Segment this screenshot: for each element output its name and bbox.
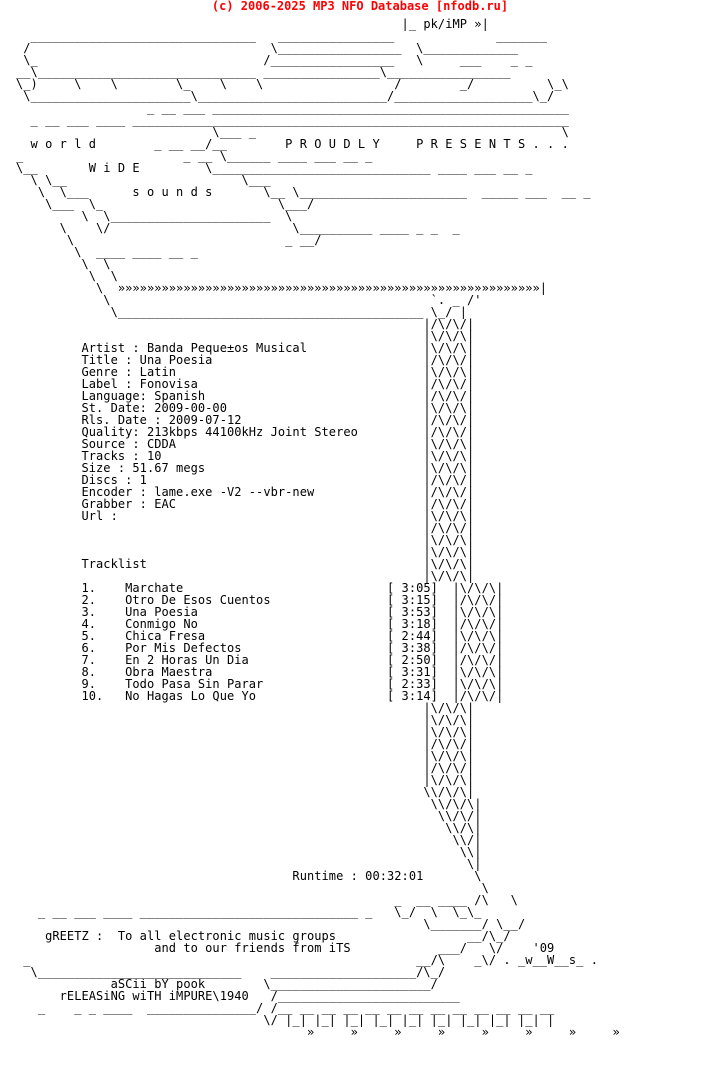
nfo-text: |_ pk/iMP »| ___________________________… — [16, 17, 620, 1039]
site-header: (c) 2006-2025 MP3 NFO Database [nfodb.ru… — [211, 0, 509, 13]
